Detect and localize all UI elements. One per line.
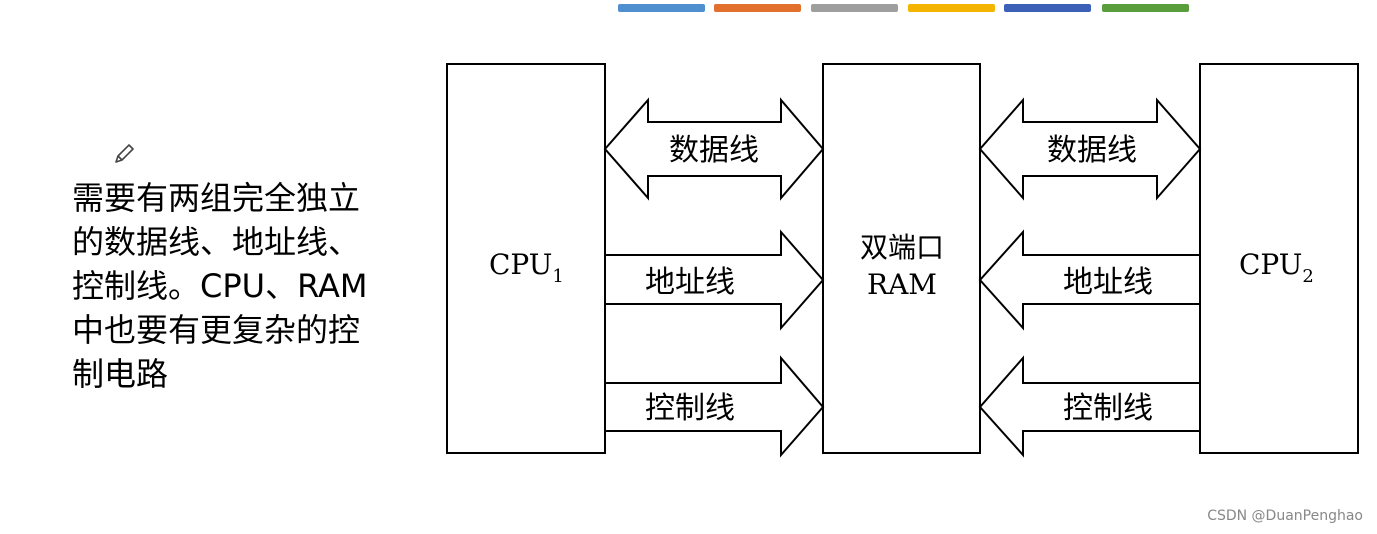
left-control-bus-arrow: [604, 355, 825, 458]
left-data-bus-arrow: [603, 97, 825, 201]
left-address-bus-label: 地址线: [645, 265, 735, 300]
cpu1-label: CPU1: [489, 248, 564, 287]
right-address-bus-arrow: [978, 229, 1201, 331]
accent-bar-3: [811, 4, 898, 12]
ram-label-line1: 双端口: [860, 231, 944, 264]
right-address-bus-label: 地址线: [1063, 265, 1153, 300]
accent-bar-6: [1102, 4, 1189, 12]
accent-bars: [0, 0, 1377, 20]
cpu1-box: [446, 63, 606, 454]
left-address-bus-arrow: [604, 229, 825, 331]
right-control-bus-arrow: [978, 355, 1201, 458]
right-data-bus-label: 数据线: [1047, 133, 1137, 168]
pencil-icon: [115, 144, 134, 163]
cpu2-box: [1199, 63, 1359, 454]
left-control-bus-label: 控制线: [645, 391, 735, 426]
accent-bar-1: [618, 4, 705, 12]
left-data-bus-label: 数据线: [669, 133, 759, 168]
ram-label-line2: RAM: [867, 268, 937, 301]
right-control-bus-label: 控制线: [1063, 391, 1153, 426]
cpu2-label: CPU2: [1239, 248, 1314, 287]
ram-box: [822, 63, 981, 454]
right-data-bus-arrow: [978, 97, 1202, 201]
note-text: 需要有两组完全独立的数据线、地址线、控制线。CPU、RAM中也要有更复杂的控制电…: [72, 179, 368, 393]
accent-bar-5: [1004, 4, 1091, 12]
accent-bar-2: [714, 4, 801, 12]
watermark: CSDN @DuanPenghao: [1207, 508, 1363, 524]
accent-bar-4: [908, 4, 995, 12]
